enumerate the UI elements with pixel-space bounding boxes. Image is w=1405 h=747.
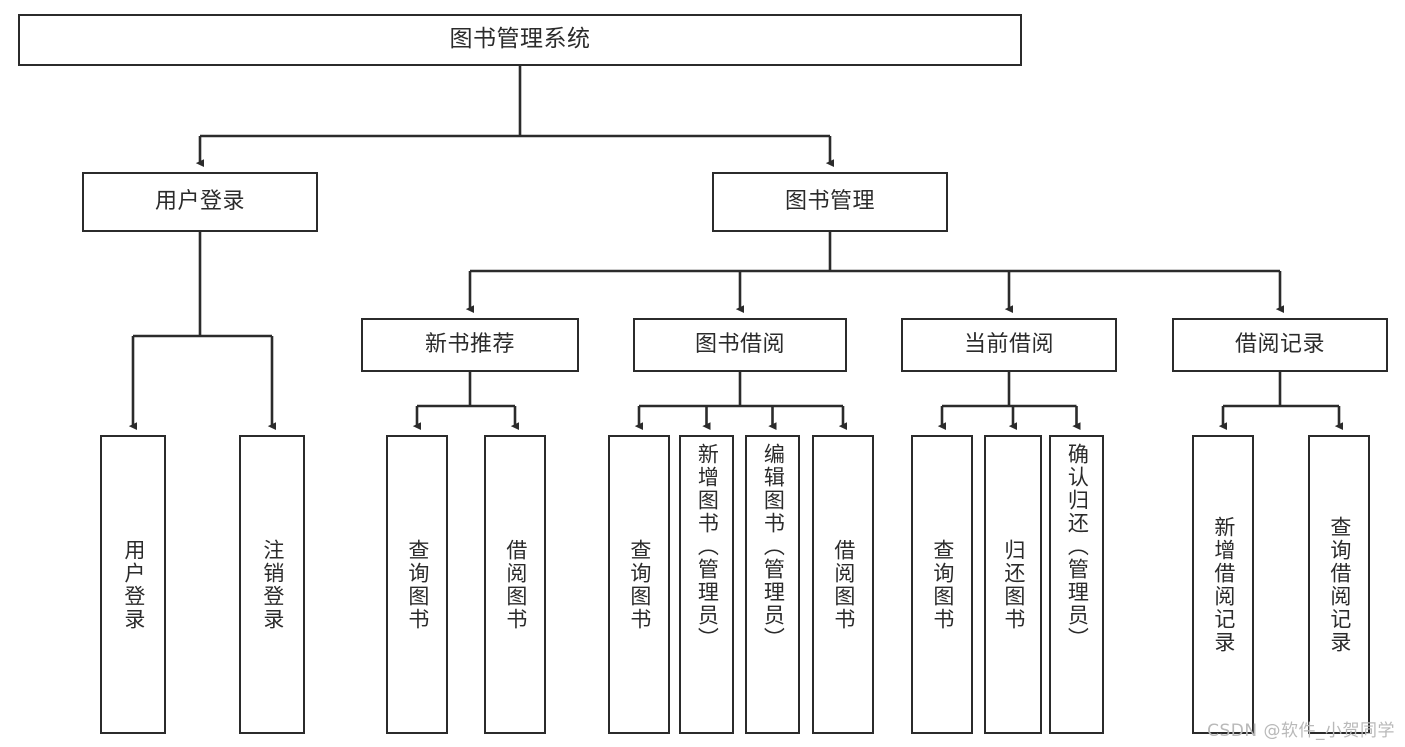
node-label: 用户登录: [154, 188, 245, 214]
node-borrow-record[interactable]: 借阅记录: [1172, 318, 1388, 372]
node-current-borrow[interactable]: 当前借阅: [901, 318, 1117, 372]
node-label: 新书推荐: [424, 331, 515, 357]
node-label: 查询图书: [405, 538, 430, 631]
node-book-borrow[interactable]: 图书借阅: [633, 318, 847, 372]
node-label: 图书管理: [784, 188, 875, 214]
csdn-watermark: CSDN @软件_小贺同学: [1207, 721, 1395, 741]
node-label: 用户登录: [121, 538, 146, 631]
node-leaf-borrow-book-2[interactable]: 借阅图书: [812, 435, 874, 734]
node-leaf-user-login[interactable]: 用户登录: [100, 435, 166, 734]
node-label: 编辑图书（管理员）: [761, 443, 786, 650]
node-label: 借阅图书: [503, 538, 528, 631]
node-leaf-return-book[interactable]: 归还图书: [984, 435, 1042, 734]
node-label: 归还图书: [1001, 538, 1026, 631]
node-label: 图书管理系统: [449, 26, 591, 53]
node-book-manage[interactable]: 图书管理: [712, 172, 948, 232]
node-label: 借阅记录: [1234, 331, 1325, 357]
node-leaf-confirm-return[interactable]: 确认归还（管理员）: [1049, 435, 1104, 734]
node-label: 查询图书: [930, 538, 955, 631]
node-label: 借阅图书: [831, 538, 856, 631]
node-user-login[interactable]: 用户登录: [82, 172, 318, 232]
node-leaf-query-book-3[interactable]: 查询图书: [911, 435, 973, 734]
node-leaf-user-logout[interactable]: 注销登录: [239, 435, 305, 734]
node-label: 新增借阅记录: [1211, 515, 1236, 654]
node-leaf-query-record[interactable]: 查询借阅记录: [1308, 435, 1370, 734]
node-leaf-query-book-1[interactable]: 查询图书: [386, 435, 448, 734]
node-label: 图书借阅: [694, 331, 785, 357]
node-label: 当前借阅: [963, 331, 1054, 357]
node-label: 查询借阅记录: [1327, 515, 1352, 654]
node-leaf-edit-book[interactable]: 编辑图书（管理员）: [745, 435, 800, 734]
node-label: 确认归还（管理员）: [1065, 443, 1090, 650]
node-label: 注销登录: [260, 538, 285, 631]
node-new-book-recommend[interactable]: 新书推荐: [361, 318, 579, 372]
node-leaf-add-record[interactable]: 新增借阅记录: [1192, 435, 1254, 734]
node-leaf-query-book-2[interactable]: 查询图书: [608, 435, 670, 734]
node-label: 新增图书（管理员）: [695, 443, 720, 650]
node-root[interactable]: 图书管理系统: [18, 14, 1022, 66]
node-leaf-borrow-book-1[interactable]: 借阅图书: [484, 435, 546, 734]
node-leaf-add-book[interactable]: 新增图书（管理员）: [679, 435, 734, 734]
node-label: 查询图书: [627, 538, 652, 631]
